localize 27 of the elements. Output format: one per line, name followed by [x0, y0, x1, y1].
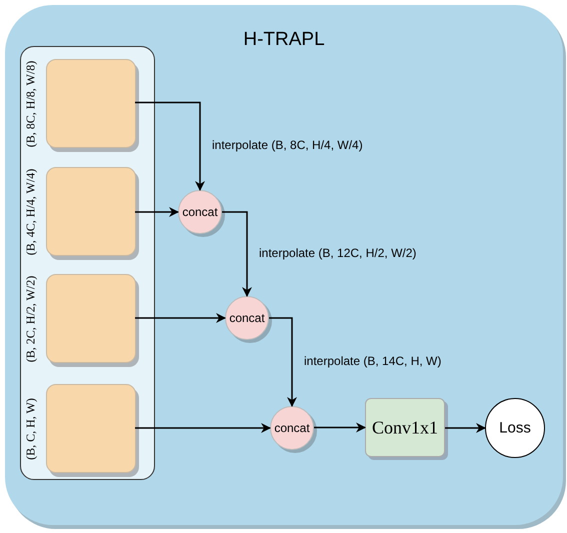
edge-label: interpolate (B, 14C, H, W) [304, 354, 442, 368]
edge-label: interpolate (B, 8C, H/4, W/4) [212, 138, 363, 152]
arrow [135, 207, 179, 217]
concat-circle [225, 296, 269, 340]
node-label: concat [274, 421, 310, 435]
shape-label: (B, 2C, H/2, W/2) [24, 275, 38, 362]
node-label: H-TRAPL [242, 29, 326, 51]
arrow [269, 317, 297, 407]
arrow [135, 313, 226, 323]
edge-label: interpolate (B, 12C, H/2, W/2) [259, 246, 416, 260]
arrow [135, 423, 271, 433]
arrow [445, 423, 486, 433]
node-label: Loss [499, 420, 531, 436]
process-box [365, 398, 445, 457]
arrow [314, 422, 366, 432]
shape-label: (B, 8C, H/8, W/8) [24, 60, 38, 147]
arrow [222, 211, 252, 297]
shape-label: (B, C, H, W) [24, 398, 38, 460]
process-label: Conv1x1 [372, 417, 438, 438]
arrow [135, 102, 205, 191]
concat-circle [178, 190, 222, 234]
node-label: concat [229, 311, 265, 325]
concat-circle [270, 406, 314, 450]
node-label: concat [182, 205, 218, 219]
panel [5, 5, 563, 525]
shape-label: (B, 4C, H/4, W/4) [24, 168, 38, 255]
feature-container [20, 46, 155, 480]
